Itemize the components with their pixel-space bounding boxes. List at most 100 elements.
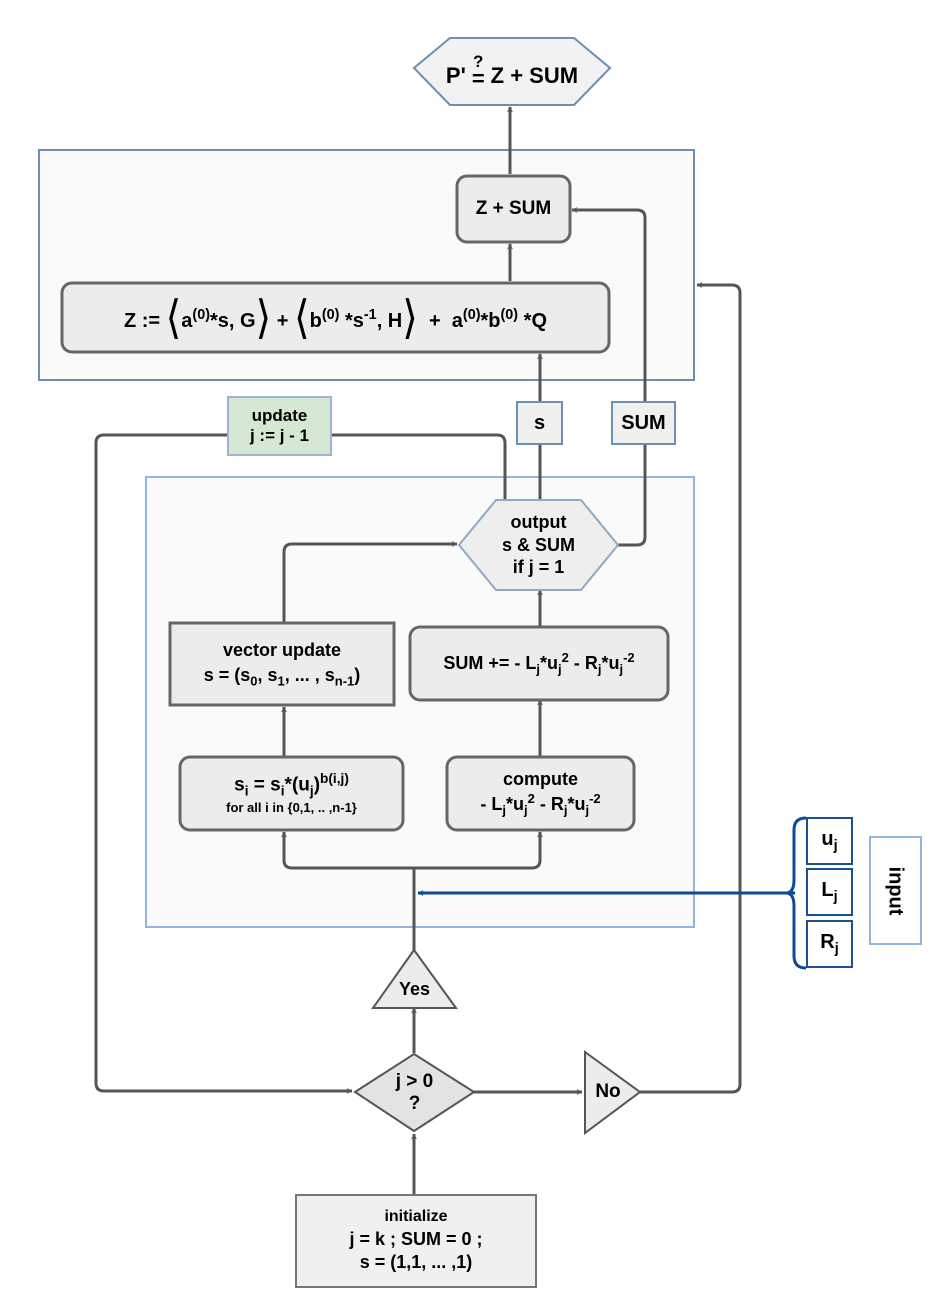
vu-s0: 0 <box>250 673 258 689</box>
si-line2: for all i in {0,1, .. ,n-1} <box>226 800 357 816</box>
t2-mid: *s <box>339 309 364 332</box>
vu-c1: , s <box>257 664 278 685</box>
output-hexagon <box>457 499 620 591</box>
update-label: update j := j - 1 <box>228 397 331 455</box>
uj-sub: j <box>833 837 838 854</box>
input-rj-label: Rj <box>807 921 852 967</box>
init-line1: initialize <box>384 1208 448 1226</box>
c-b: *u <box>506 794 525 815</box>
si-i2: i <box>280 783 285 799</box>
rj-base: R <box>820 930 835 953</box>
c-j2: j <box>524 802 528 818</box>
edge-split-left <box>281 831 414 870</box>
input-uj-label: uj <box>807 818 852 864</box>
su-a: SUM += - L <box>443 653 537 674</box>
compute-label: compute - Lj*uj2 - Rj*uj-2 <box>447 757 634 830</box>
initialize-box <box>295 1194 537 1288</box>
t3-asup: (0) <box>462 306 481 323</box>
lj-base: L <box>821 878 834 901</box>
decision-diamond <box>353 1052 476 1133</box>
edge-output-to-sum <box>618 444 647 547</box>
t3-rest: *Q <box>518 309 548 332</box>
decision-line1: j > 0 <box>395 1070 434 1092</box>
c-j4: j <box>585 802 590 818</box>
decision-line2: ? <box>408 1092 421 1114</box>
z-formula-box <box>60 281 611 354</box>
plus-1: + <box>276 309 289 332</box>
lj-sub: j <box>833 888 838 905</box>
sum-update-box <box>408 625 670 702</box>
final-check-hexagon <box>412 37 612 106</box>
su-j1: j <box>536 661 541 677</box>
output-line2: s & SUM <box>501 534 575 555</box>
t3-a: a <box>451 309 463 332</box>
left-angle-icon: ⟨ <box>294 292 310 343</box>
c-j3: j <box>563 802 568 818</box>
z-prefix: Z := <box>123 309 161 332</box>
edge-no-to-top <box>640 282 742 1094</box>
si-update-box <box>178 755 405 832</box>
si-j: j <box>309 783 314 799</box>
t2-sup: (0) <box>321 306 340 323</box>
t3-bsup: (0) <box>500 306 519 323</box>
vector-update-label: vector update s = (s0, s1, ... , sn-1) <box>170 623 394 705</box>
vector-update-formula: s = (s0, s1, ... , sn-1) <box>204 663 360 690</box>
yes-triangle <box>371 948 458 1009</box>
c-d: *u <box>567 794 586 815</box>
si-d: ) <box>313 774 321 796</box>
right-angle-icon: ⟩ <box>402 292 418 343</box>
si-b: = s <box>248 774 281 796</box>
si-a: s <box>234 774 245 796</box>
init-line3: s = (1,1, ... ,1) <box>359 1252 473 1273</box>
tag-sum-label: SUM <box>621 412 666 434</box>
input-label-box <box>869 836 922 945</box>
init-line2: j = k ; SUM = 0 ; <box>349 1229 483 1249</box>
vector-update-title: vector update <box>222 640 342 661</box>
t1-rest: *s, G <box>210 309 256 332</box>
su-e1: 2 <box>561 649 569 665</box>
update-line1: update <box>251 406 308 426</box>
su-b: *u <box>540 653 559 674</box>
compute-box <box>445 755 636 832</box>
input-uj-box <box>806 817 853 865</box>
edge-loop-back <box>94 433 507 1094</box>
output-line3: if j = 1 <box>512 557 565 578</box>
input-lj-label: Lj <box>807 869 852 915</box>
z-plus-sum-box <box>455 174 572 244</box>
question-mark: ? <box>473 51 484 71</box>
input-brace <box>785 816 807 970</box>
su-e2: -2 <box>623 649 635 665</box>
final-check-rhs: Z + SUM <box>490 62 579 88</box>
t2-sup2: -1 <box>363 306 377 323</box>
su-j2: j <box>558 661 562 677</box>
rj-sub: j <box>834 940 839 957</box>
t1-sup: (0) <box>192 306 210 323</box>
su-j4: j <box>619 661 624 677</box>
input-label: input <box>870 837 921 944</box>
update-box <box>227 396 332 456</box>
su-c: - R <box>568 653 598 674</box>
final-check-label: P' ? = Z + SUM <box>414 38 610 105</box>
c-j1: j <box>502 802 507 818</box>
tag-sum-box <box>611 401 676 445</box>
z-formula-label: Z := ⟨a(0)*s, G⟩ + ⟨b(0) *s-1, H⟩ + a(0)… <box>62 283 609 352</box>
vu-c2: , ... , s <box>284 664 335 685</box>
output-line1: output <box>510 512 567 533</box>
sum-update-label: SUM += - Lj*uj2 - Rj*uj-2 <box>410 627 668 700</box>
plus-2: + <box>428 309 441 332</box>
t3-b: *b <box>480 309 501 332</box>
c-a: - L <box>480 794 503 815</box>
vu-end: ) <box>354 664 361 685</box>
c-c: - R <box>534 794 564 815</box>
decision-label: j > 0 ? <box>355 1054 474 1131</box>
t2-base: b <box>309 309 322 332</box>
edge-sum-to-zsum <box>571 207 647 404</box>
si-c: *(u <box>284 774 310 796</box>
su-j3: j <box>597 661 602 677</box>
input-lj-box <box>806 868 853 916</box>
update-line2: j := j - 1 <box>249 426 310 445</box>
right-angle-icon: ⟩ <box>255 292 272 343</box>
compute-title: compute <box>502 768 578 789</box>
vector-update-box <box>168 621 396 707</box>
edge-vector-to-output <box>282 541 458 622</box>
